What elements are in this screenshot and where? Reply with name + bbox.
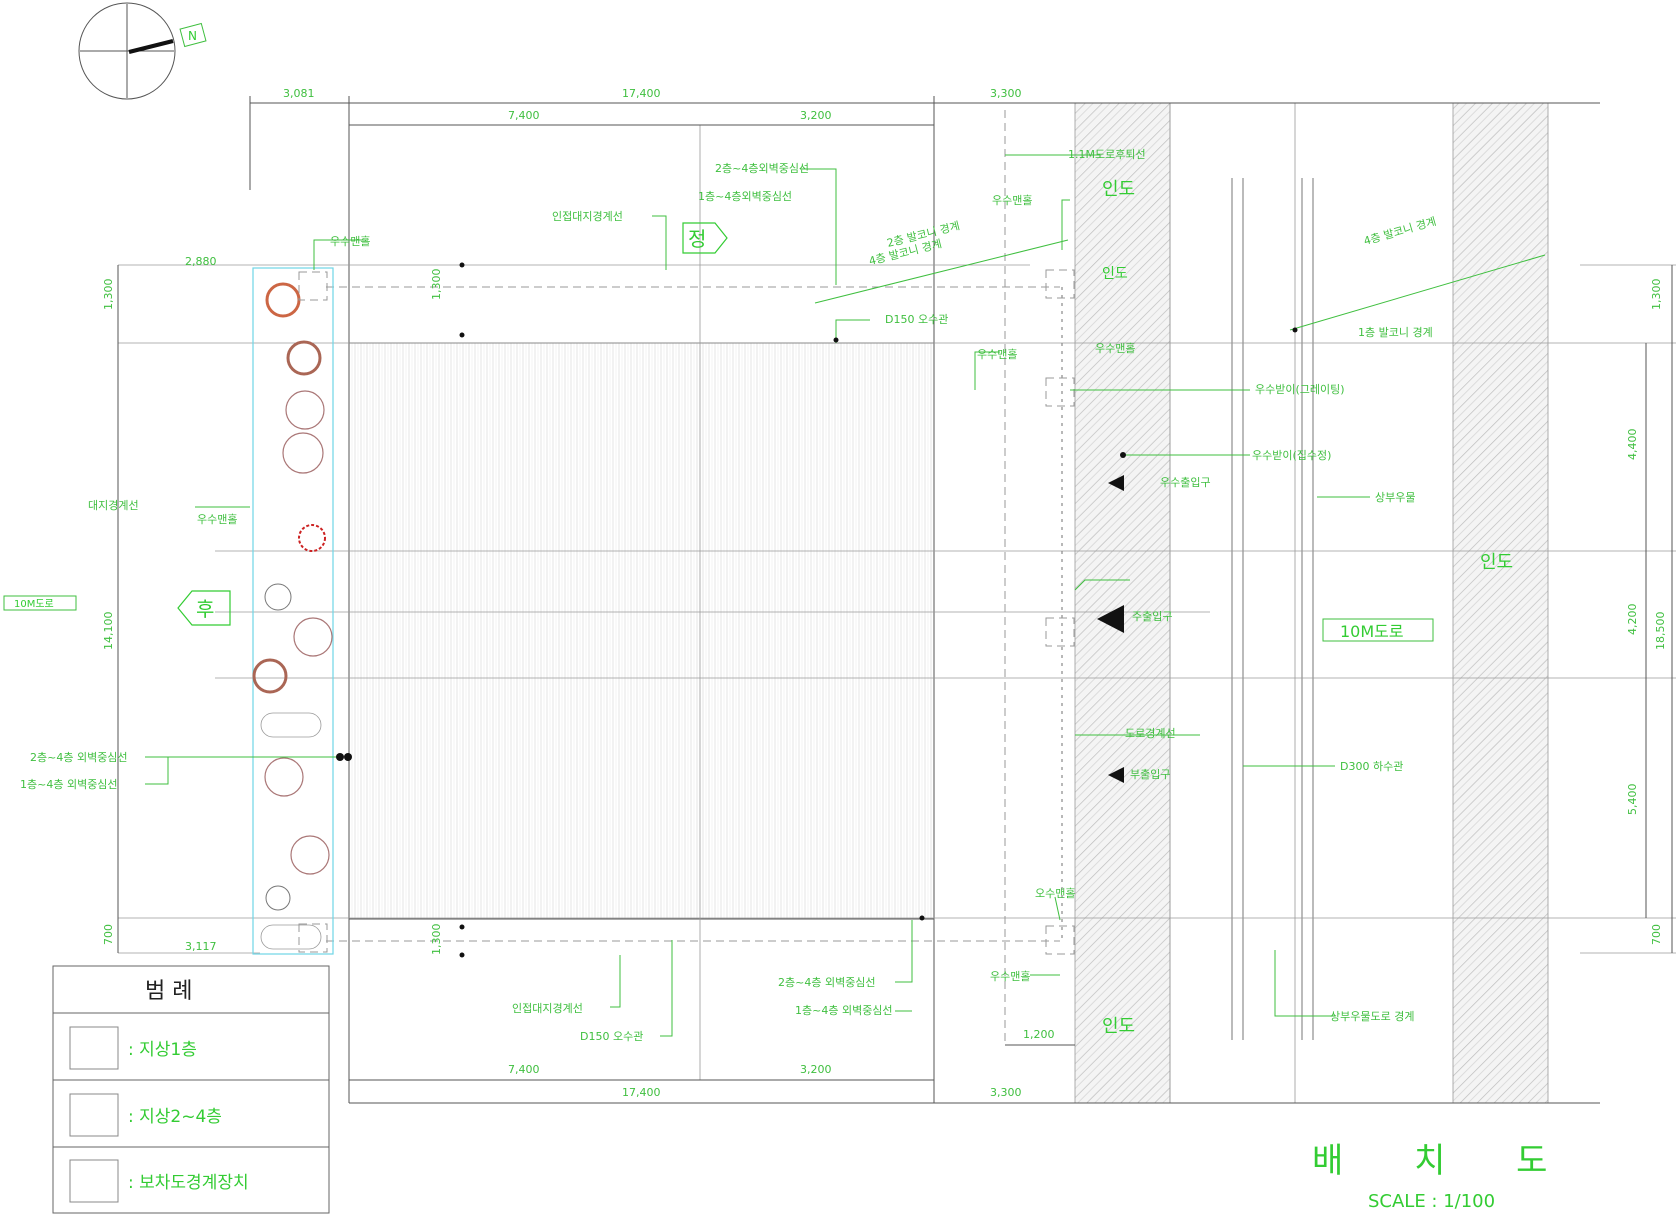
legend: 범 례 : 지상1층 : 지상2~4층 : 보차도경계장치 [52,965,330,1214]
label-a21: 1층~4층 외벽중심선 [20,778,118,791]
label-a27: 우수맨홀 [990,970,1030,983]
front-marker: 정 [682,222,728,254]
label-a4: 우수맨홀 [330,235,370,248]
dim-bottom-1: 3,200 [800,1063,832,1076]
dim-top-1: 17,400 [622,87,661,100]
label-a19: D300 하수관 [1340,759,1403,773]
sidewalk-strip-right [1453,103,1548,1103]
label-a2: 1층~4층외벽중심선 [698,190,792,203]
label-a6: 우수맨홀 [992,194,1032,207]
label-a3: 인접대지경계선 [552,210,623,223]
dim-right-1: 4,400 [1626,429,1639,461]
dim-right-0: 1,300 [1650,279,1663,311]
dim-small-3: 3,117 [185,940,217,953]
label-a23: 인접대지경계선 [512,1002,583,1015]
label-a28: 상부우물도로 경계 [1330,1010,1414,1023]
label-a18: 부출입구 [1130,768,1170,781]
trees [252,282,333,950]
label-a11: 우수받이(집수정) [1252,449,1331,462]
label-a32: 1층 발코니 경계 [1358,326,1433,339]
label-a12: 우수출입구 [1160,476,1211,489]
dim-left-2: 700 [102,924,115,945]
dim-top-0: 3,081 [283,87,315,100]
side-marker-label: 후 [196,597,214,621]
entrance-arrow-1 [1108,475,1124,491]
label-a14: 대지경계선 [88,499,139,512]
front-marker-label: 정 [688,227,706,251]
entrance-arrow-main [1097,605,1124,633]
entrance-arrow-2 [1108,767,1124,783]
label-a9: 우수맨홀 [1095,342,1135,355]
road-label: 10M도로 [1340,622,1404,641]
legend-item-3: : 보차도경계장치 [128,1173,249,1193]
dim-small-1: 1,300 [430,924,443,956]
dim-top-4: 3,200 [800,109,832,122]
label-a26: 1층~4층 외벽중심선 [795,1004,893,1017]
label-a8: 우수맨홀 [977,348,1017,361]
sidewalk-label-right: 인도 [1480,552,1513,573]
side-marker: 후 [177,590,231,626]
label-a1: 2층~4층외벽중심선 [715,162,809,175]
dim-left-1: 14,100 [102,612,115,651]
label-a10: 우수받이(그레이팅) [1255,383,1345,396]
label-a16: 주출입구 [1132,610,1172,623]
drawing-scale: SCALE : 1/100 [1368,1191,1495,1212]
dim-right-2: 4,200 [1626,604,1639,636]
dim-right-4: 700 [1650,924,1663,945]
label-a7: D150 오수관 [885,313,948,326]
sidewalk-strip-left [1075,103,1170,1103]
planting-strip [252,267,334,955]
drawing-title: 배 치 도 [1312,1141,1577,1181]
dim-top-3: 7,400 [508,109,540,122]
label-a17: 도로경계선 [1125,727,1176,740]
dim-right-5: 18,500 [1654,612,1667,651]
road-label-box [1322,618,1434,642]
legend-title: 범 례 [145,979,192,1004]
building-footprint [349,343,934,919]
sidewalk-label-3: 인도 [1102,1016,1135,1037]
legend-item-1: : 지상1층 [128,1040,197,1060]
north-arrow: N [78,2,207,100]
road-label-left-box [3,595,77,611]
dim-small-0: 1,300 [430,269,443,301]
label-a5: 1.1M도로후퇴선 [1068,148,1146,161]
road-label-left: 10M도로 [14,599,54,610]
label-a25: 2층~4층 외벽중심선 [778,976,876,989]
label-a20: 2층~4층 외벽중심선 [30,751,128,764]
dim-bottom-4: 3,300 [990,1086,1022,1099]
label-a15: 우수맨홀 [197,513,237,526]
north-label: N [188,29,197,43]
label-a31: 4층 발코니 경계 [1362,215,1437,248]
label-a24: D150 오수관 [580,1030,643,1043]
label-a13: 상부우물 [1375,491,1415,504]
dim-bottom-2: 17,400 [622,1086,661,1099]
dim-left-0: 1,300 [102,279,115,311]
dim-top-2: 3,300 [990,87,1022,100]
legend-item-2: : 지상2~4층 [128,1107,222,1127]
sidewalk-label-2: 인도 [1102,266,1128,282]
dim-right-3: 5,400 [1626,784,1639,816]
sidewalk-label-1: 인도 [1102,179,1135,200]
dim-bottom-3: 1,200 [1023,1028,1055,1041]
dim-small-2: 2,880 [185,255,217,268]
dim-bottom-0: 7,400 [508,1063,540,1076]
label-a22: 오수맨홀 [1035,887,1075,900]
